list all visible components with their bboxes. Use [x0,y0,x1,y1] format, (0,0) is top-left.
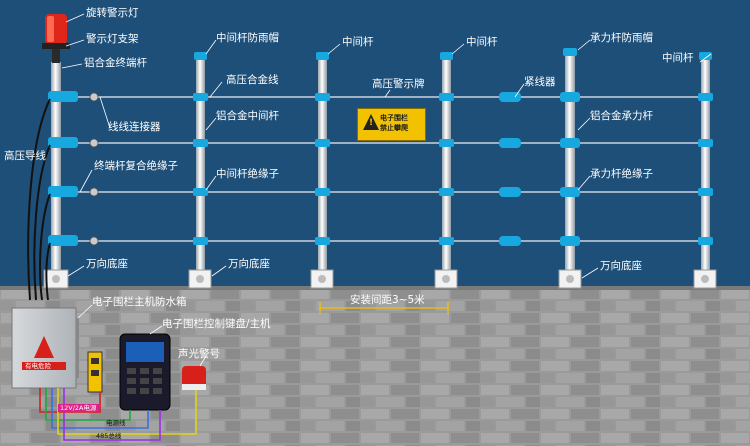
power-terminal [87,351,103,393]
label-end-insulator: 终端杆复合绝缘子 [94,160,178,172]
hv-wires [56,96,712,242]
universal-bases [43,269,717,289]
hv-warning-sign: ! 电子围栏 禁止攀爬 [357,108,426,141]
control-keypad [119,333,171,411]
siren [182,366,206,390]
label-mid-pole-cap: 中间杆防雨帽 [216,32,279,44]
wire-label-power-line: 电源线 [106,419,126,427]
mid-pole [196,56,205,276]
label-bearing-insulator: 承力杆绝缘子 [590,168,653,180]
label-wire-connector: 线线连接器 [108,121,161,133]
label-hv-lead-wire: 高压导线 [4,150,46,162]
label-mid-pole-3: 中间杆 [662,52,694,64]
label-rotating-light: 旋转警示灯 [86,7,139,19]
rotating-warning-light [42,14,70,63]
hv-lead-wires [27,98,51,301]
bearing-pole [565,52,575,276]
label-tensioner: 紧线器 [524,76,556,88]
leader-lines [61,13,712,367]
label-universal-base-3: 万向底座 [600,260,642,272]
label-light-bracket: 警示灯支架 [86,33,139,45]
label-mid-pole-insulator: 中间杆绝缘子 [216,168,279,180]
label-universal-base-2: 万向底座 [228,258,270,270]
mid-pole [701,56,710,276]
install-spacing-dimension [319,302,449,314]
label-siren: 声光警号 [178,348,220,360]
sign-line-2: 禁止攀爬 [380,124,408,132]
box-danger-label: 有电危险 [25,362,51,370]
host-waterproof-box [11,307,79,389]
sky-background [0,0,750,290]
insulators [48,91,713,246]
label-universal-base-1: 万向底座 [86,258,128,270]
label-keypad-host: 电子围栏控制键盘/主机 [162,318,271,330]
wire-connectors [89,92,99,246]
label-alloy-mid-pole: 铝合金中间杆 [216,110,279,122]
warning-triangle-icon: ! [363,114,379,130]
label-alloy-end-pole: 铝合金终端杆 [84,57,147,69]
label-install-spacing: 安装间距3~5米 [350,294,425,306]
label-mid-pole-2: 中间杆 [466,36,498,48]
poles [51,48,712,276]
wire-label-power: 12V/2A电源 [58,404,99,412]
label-hv-warning-sign: 高压警示牌 [372,78,425,90]
mid-pole [318,56,327,276]
label-hv-alloy-wire: 高压合金线 [226,74,279,86]
wire-label-bus: 485总线 [96,432,122,440]
label-host-box: 电子围栏主机防水箱 [92,296,187,308]
label-mid-pole-1: 中间杆 [342,36,374,48]
label-alloy-bearing-pole: 铝合金承力杆 [590,110,653,122]
mid-pole [442,56,451,276]
end-pole [51,62,61,276]
label-bearing-pole-cap: 承力杆防雨帽 [590,32,653,44]
sign-line-1: 电子围栏 [380,114,408,122]
